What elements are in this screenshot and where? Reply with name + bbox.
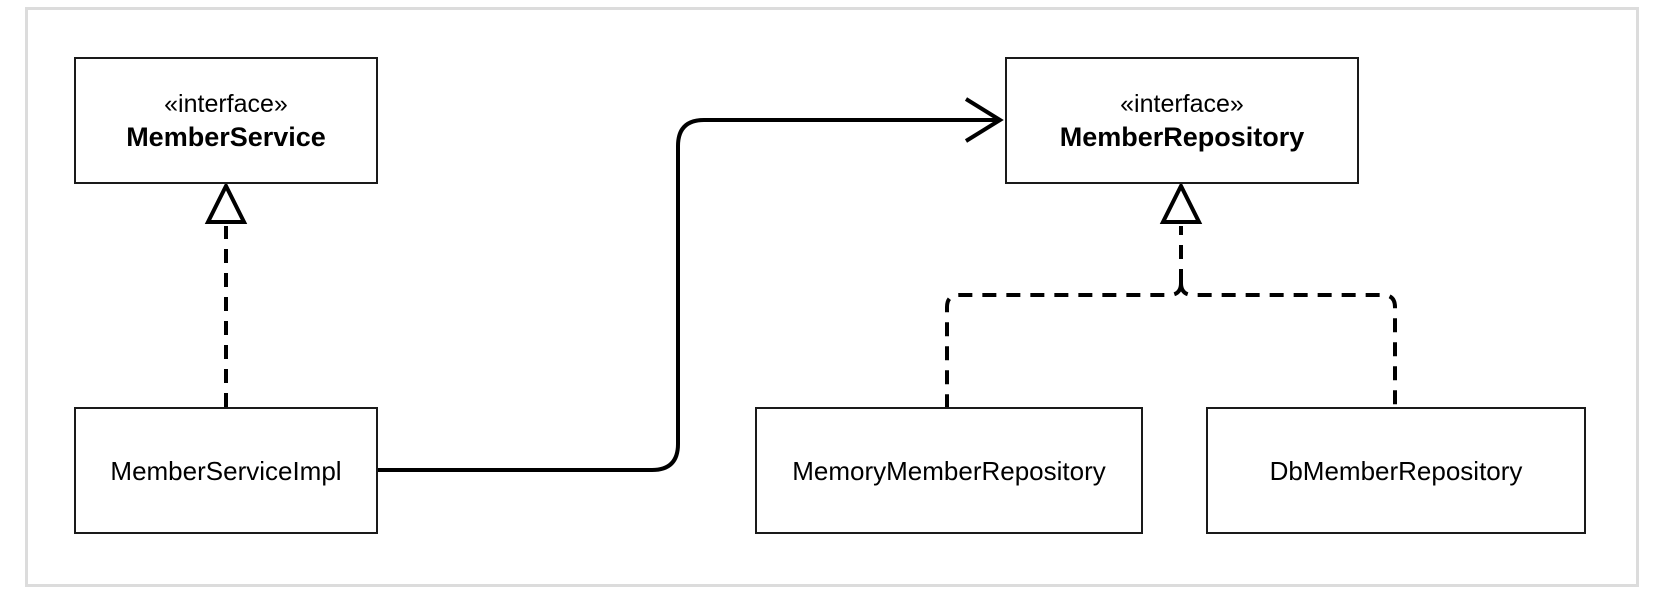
association-arrowhead bbox=[964, 97, 1004, 143]
realization-arrowhead bbox=[204, 181, 248, 224]
class-name: DbMemberRepository bbox=[1269, 455, 1523, 486]
realization-arrowhead bbox=[1159, 181, 1203, 224]
memory-member-repository-box: MemoryMemberRepository bbox=[755, 407, 1143, 534]
association-edge bbox=[377, 97, 1004, 472]
realization-edge-repositories bbox=[945, 181, 1397, 407]
stereotype-label: «interface» bbox=[164, 89, 288, 118]
member-service-impl-box: MemberServiceImpl bbox=[74, 407, 378, 534]
stereotype-label: «interface» bbox=[1120, 89, 1244, 118]
realization-edge-service-impl bbox=[204, 181, 248, 407]
member-service-box: «interface» MemberService bbox=[74, 57, 378, 184]
class-name: MemberService bbox=[126, 121, 326, 152]
class-name: MemberRepository bbox=[1059, 121, 1305, 152]
member-repository-box: «interface» MemberRepository bbox=[1005, 57, 1359, 184]
db-member-repository-box: DbMemberRepository bbox=[1206, 407, 1586, 534]
class-name: MemberServiceImpl bbox=[110, 455, 342, 486]
class-name: MemoryMemberRepository bbox=[792, 455, 1106, 486]
